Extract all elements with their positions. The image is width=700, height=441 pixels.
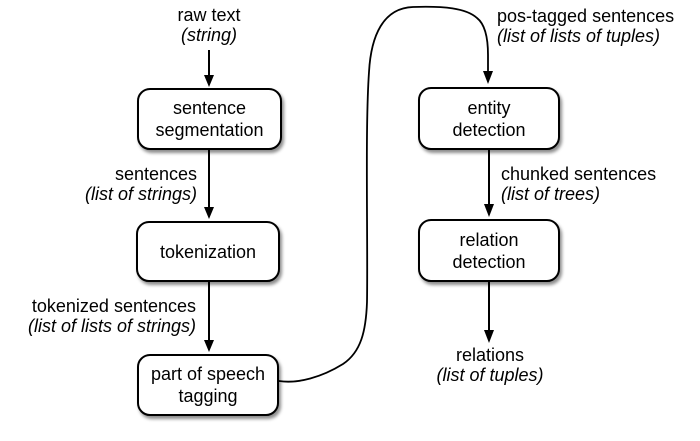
label-relations-type: (list of tuples) (436, 365, 544, 385)
arrow-rawtext-to-segmentation (204, 50, 214, 87)
node-sentence-segmentation: sentence segmentation (137, 88, 282, 150)
label-raw-text: raw text (string) (129, 5, 289, 45)
label-tokenized-sentences: tokenized sentences (list of lists of st… (10, 296, 196, 336)
arrow-entitydetection-to-relationdetection (484, 150, 494, 217)
label-pos-tagged-sentences: pos-tagged sentences (list of lists of t… (497, 6, 697, 46)
node-entity-detection: entity detection (418, 87, 560, 150)
label-pos-tagged-sentences-name: pos-tagged sentences (497, 6, 675, 26)
label-sentences-name: sentences (114, 164, 197, 184)
node-part-of-speech-tagging: part of speech tagging (137, 354, 279, 416)
label-tokenized-sentences-name: tokenized sentences (31, 296, 196, 316)
node-relation-detection: relation detection (418, 219, 560, 282)
label-sentences: sentences (list of strings) (37, 164, 197, 204)
label-raw-text-name: raw text (177, 5, 241, 25)
label-tokenized-sentences-type: (list of lists of strings) (27, 316, 196, 336)
label-raw-text-type: (string) (180, 25, 237, 45)
node-tokenization: tokenization (136, 221, 280, 282)
label-chunked-sentences-name: chunked sentences (501, 164, 657, 184)
label-sentences-type: (list of strings) (84, 184, 197, 204)
label-chunked-sentences-type: (list of trees) (501, 184, 601, 204)
arrow-postagging-to-entitydetection (278, 5, 493, 383)
arrow-segmentation-to-tokenization (204, 150, 214, 219)
label-relations: relations (list of tuples) (410, 345, 570, 385)
label-chunked-sentences: chunked sentences (list of trees) (501, 164, 691, 204)
arrow-relationdetection-to-relations (484, 282, 494, 343)
arrow-tokenization-to-postagging (204, 282, 214, 352)
label-relations-name: relations (455, 345, 525, 365)
label-pos-tagged-sentences-type: (list of lists of tuples) (497, 26, 661, 46)
